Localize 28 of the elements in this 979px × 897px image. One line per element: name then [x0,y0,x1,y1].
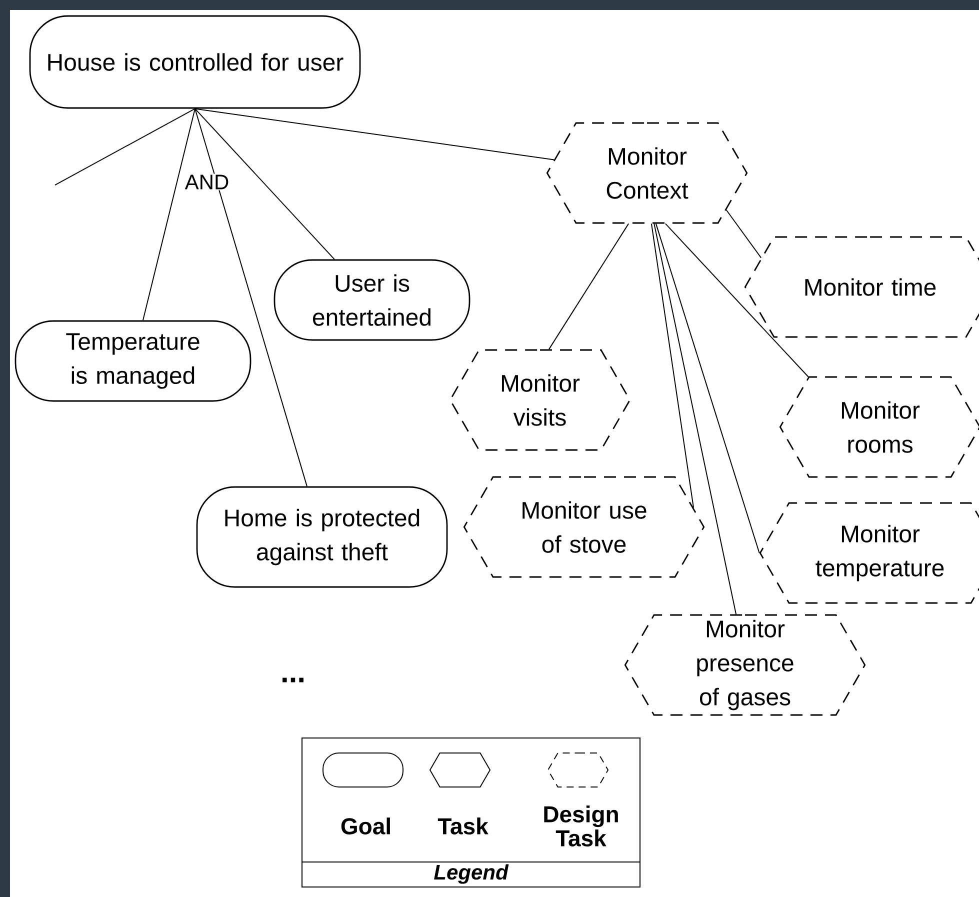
connector-line [54,108,196,186]
ellipsis: ... [280,676,306,684]
and-label: AND [184,174,230,190]
design-task-hexagon: Monitor visits [449,349,631,451]
legend-title: Legend [432,863,510,885]
goal-box: House is controlled for user [29,15,361,109]
connector-line [142,108,196,321]
design-task-hexagon: Monitor Context [546,122,748,224]
connector-line [655,223,760,554]
design-task-hexagon: Monitor presence of gases [624,614,866,716]
design-task-hexagon: Monitor rooms [779,376,979,478]
legend-label: Design Task [544,806,618,846]
connector-line [194,108,308,487]
connector-line [664,223,809,378]
connector-line [726,210,762,258]
goal-box: Home is protected against theft [196,486,448,588]
design-task-hexagon: Monitor temperature [759,502,979,604]
connector-line [654,223,737,615]
goal-box: Temperature is managed [14,320,252,402]
legend-label: Task [438,818,488,834]
connector-line [650,223,694,508]
goal-box: User is entertained [274,259,470,341]
design-task-hexagon: Monitor time [744,236,979,338]
connector-line [548,223,630,350]
connector-line [194,108,335,260]
connector-line [194,108,554,160]
legend-label: Goal [341,818,390,834]
design-task-hexagon: Monitor use of stove [463,476,705,578]
